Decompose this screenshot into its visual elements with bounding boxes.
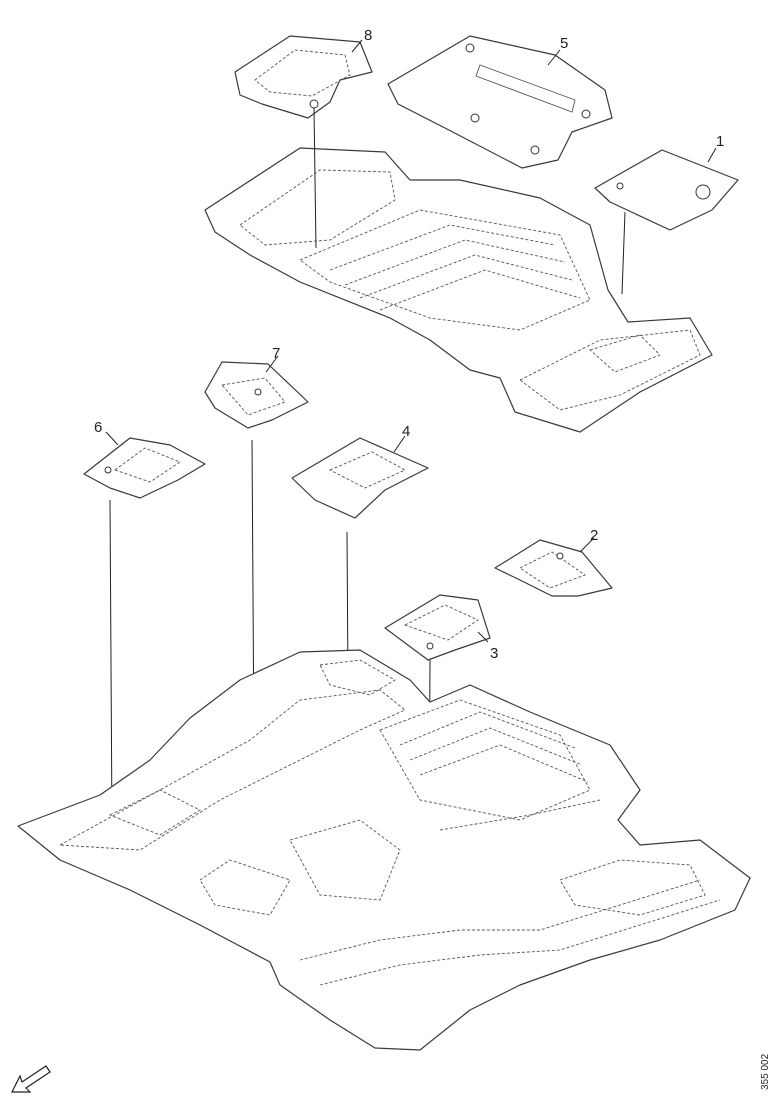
drop-line-6 — [109, 499, 113, 827]
front-direction-arrow-icon — [11, 1065, 51, 1093]
callout-label-6: 6 — [94, 419, 102, 436]
drawing-reference-number: 355 002 — [760, 1053, 771, 1090]
callout-label-2: 2 — [590, 527, 598, 544]
callout-label-3: 3 — [490, 645, 498, 662]
drop-line-1 — [621, 211, 626, 295]
leader-line-3 — [477, 631, 489, 643]
leader-line-8 — [351, 39, 363, 53]
panel-part-7 — [204, 361, 309, 429]
panel-part-6 — [83, 437, 206, 499]
drop-line-8 — [313, 107, 317, 249]
leader-line-5 — [547, 49, 561, 66]
leader-line-7 — [265, 355, 279, 373]
callout-label-1: 1 — [716, 133, 724, 150]
leader-line-2 — [579, 537, 595, 553]
panel-part-4 — [291, 437, 429, 519]
panel-part-1 — [594, 149, 739, 231]
main-floor-assembly — [17, 649, 751, 1051]
callout-label-7: 7 — [272, 345, 280, 362]
panel-part-5 — [387, 35, 613, 169]
leader-line-1 — [707, 147, 717, 163]
panel-part-8 — [234, 35, 373, 119]
leader-line-6 — [105, 431, 119, 446]
callout-label-8: 8 — [364, 27, 372, 44]
rear-floor-assembly — [204, 147, 713, 433]
callout-label-4: 4 — [402, 423, 410, 440]
callout-label-5: 5 — [560, 35, 568, 52]
panel-part-3 — [384, 594, 491, 661]
panel-part-2 — [494, 539, 613, 597]
leader-line-4 — [393, 435, 406, 453]
